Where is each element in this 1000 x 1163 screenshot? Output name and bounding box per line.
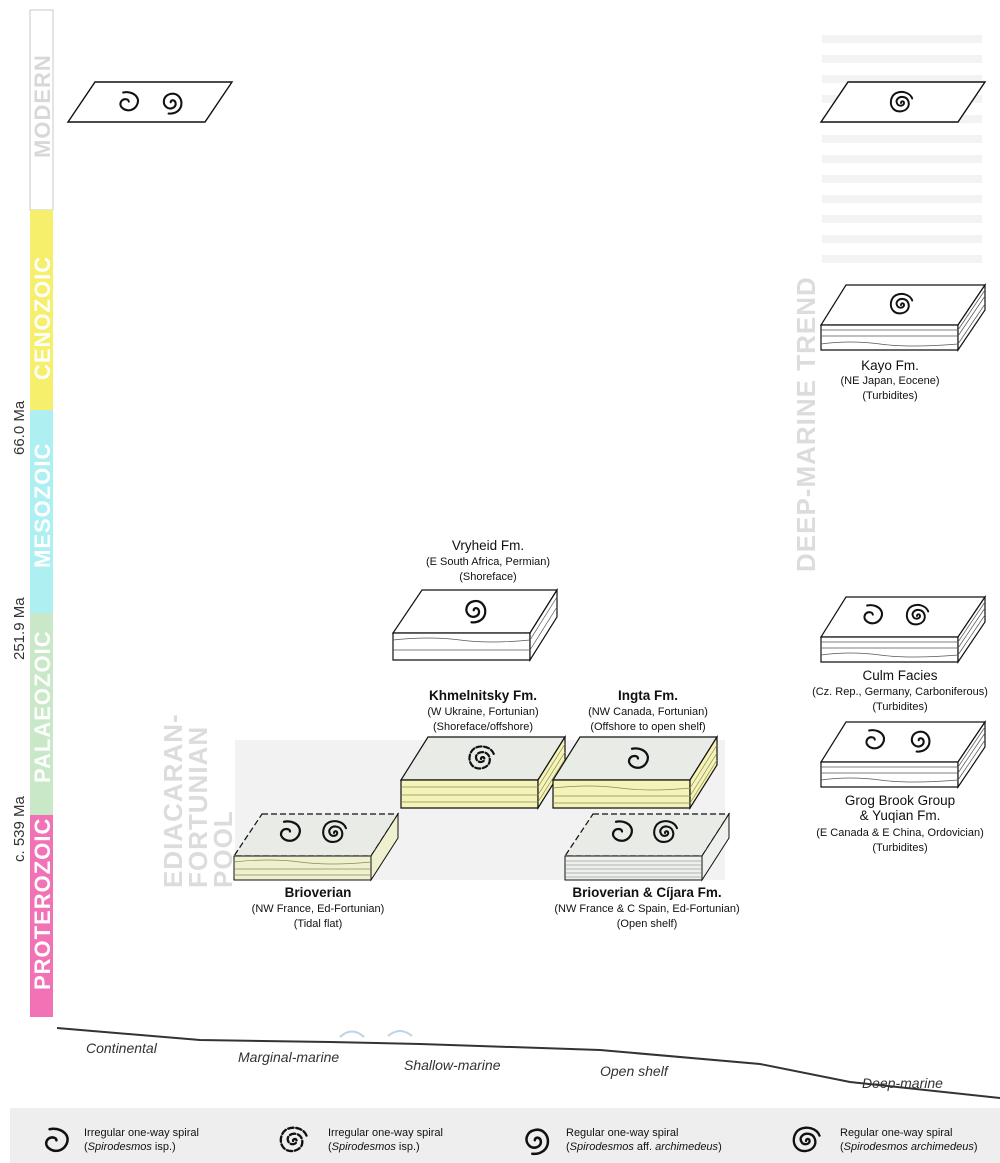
legend-3-line1: Regular one-way spiral [566, 1127, 679, 1139]
kayo-line1: (NE Japan, Eocene) [840, 375, 939, 387]
legend-1-suffix: isp.) [152, 1141, 176, 1153]
grog-name2: & Yuqian Fm. [860, 808, 941, 823]
legend-3-genus: Spirodesmos [570, 1141, 635, 1153]
era-cenozoic [30, 210, 53, 410]
culm-name: Culm Facies [862, 668, 937, 683]
era-proterozoic [30, 815, 53, 1017]
legend-4-genus: Spirodesmos archimedeus [844, 1141, 975, 1153]
era-palaeozoic [30, 613, 53, 815]
era-label-cenozoic: CENOZOIC [30, 256, 55, 380]
khmelnitsky-line1: (W Ukraine, Fortunian) [427, 706, 538, 718]
era-label-palaeozoic: PALAEOZOIC [30, 630, 55, 783]
ingta-line2: (Offshore to open shelf) [590, 721, 705, 733]
legend-3-species: archimedeus [655, 1141, 718, 1153]
age-66: 66.0 Ma [11, 400, 28, 455]
kayo-name: Kayo Fm. [861, 358, 919, 373]
legend-1-line2: (Spirodesmos isp.) [84, 1141, 176, 1153]
grog-line1: (E Canada & E China, Ordovician) [816, 827, 984, 839]
ediacaran-pool-label-3: POOL [208, 810, 238, 888]
grog-block [819, 720, 987, 789]
legend-4-suffix: ) [974, 1141, 978, 1153]
env-open-shelf: Open shelf [600, 1063, 670, 1079]
legend-3-close: ) [718, 1141, 722, 1153]
legend-item-4: Regular one-way spiral (Spirodesmos arch… [792, 1126, 978, 1153]
deep-marine-trend-label: DEEP-MARINE TREND [791, 276, 821, 572]
brioverian-block [232, 812, 400, 882]
culm-line1: (Cz. Rep., Germany, Carboniferous) [812, 686, 988, 698]
legend-1-line1: Irregular one-way spiral [84, 1127, 199, 1139]
ingta-line1: (NW Canada, Fortunian) [588, 706, 708, 718]
vryheid-block [391, 587, 559, 663]
legend-2-genus: Spirodesmos [332, 1141, 397, 1153]
brioverian-cijara-block [563, 812, 731, 882]
kayo-line2: (Turbidites) [862, 390, 917, 402]
env-marginal-marine: Marginal-marine [238, 1049, 339, 1065]
legend-2-suffix: isp.) [396, 1141, 420, 1153]
grog-name: Grog Brook Group [845, 793, 955, 808]
age-251: 251.9 Ma [11, 597, 28, 660]
era-label-mesozoic: MESOZOIC [30, 443, 55, 568]
legend-item-1: Irregular one-way spiral (Spirodesmos is… [44, 1127, 199, 1153]
brioverian-cijara-line1: (NW France & C Spain, Ed-Fortunian) [554, 903, 739, 915]
legend-4-line2: (Spirodesmos archimedeus) [840, 1141, 978, 1153]
culm-block [819, 595, 987, 664]
brioverian-line1: (NW France, Ed-Fortunian) [252, 903, 385, 915]
deep-marine-stripes [822, 35, 982, 263]
vryheid-line2: (Shoreface) [459, 571, 516, 583]
ingta-name: Ingta Fm. [618, 688, 678, 703]
vryheid-line1: (E South Africa, Permian) [426, 556, 550, 568]
legend-item-2: Irregular one-way spiral (Spirodesmos is… [279, 1126, 443, 1153]
khmelnitsky-name: Khmelnitsky Fm. [429, 688, 537, 703]
legend-4-line1: Regular one-way spiral [840, 1127, 953, 1139]
modern-deep-slab [819, 81, 987, 123]
legend-1-genus: Spirodesmos [88, 1141, 153, 1153]
legend-2-line1: Irregular one-way spiral [328, 1127, 443, 1139]
era-label-proterozoic: PROTEROZOIC [30, 818, 55, 990]
legend-3-line2: (Spirodesmos aff. archimedeus) [566, 1141, 722, 1153]
khmelnitsky-block [399, 734, 567, 811]
environment-profile [56, 1027, 1000, 1099]
era-mesozoic [30, 410, 53, 613]
ingta-block [551, 734, 719, 811]
env-shallow-marine: Shallow-marine [404, 1057, 501, 1073]
vryheid-name: Vryheid Fm. [452, 538, 524, 553]
brioverian-line2: (Tidal flat) [294, 918, 343, 930]
ediacaran-pool-label-2: FORTUNIAN [183, 726, 213, 888]
age-539: c. 539 Ma [11, 795, 28, 862]
legend: Irregular one-way spiral (Spirodesmos is… [10, 1108, 1000, 1163]
brioverian-cijara-name: Brioverian & Cíjara Fm. [572, 885, 721, 900]
geologic-time-column: MODERN CENOZOIC MESOZOIC PALAEOZOIC PROT… [11, 9, 55, 1017]
modern-marginal-slab [66, 81, 234, 123]
brioverian-name: Brioverian [285, 885, 352, 900]
legend-3-suffix: aff. [634, 1141, 655, 1153]
env-continental: Continental [86, 1040, 158, 1056]
brioverian-cijara-line2: (Open shelf) [617, 918, 678, 930]
era-label-modern: MODERN [30, 54, 55, 158]
grog-line2: (Turbidites) [872, 842, 927, 854]
legend-2-line2: (Spirodesmos isp.) [328, 1141, 420, 1153]
env-deep-marine: Deep-marine [862, 1075, 943, 1091]
ediacaran-pool-label-1: EDIACARAN- [158, 713, 188, 888]
culm-line2: (Turbidites) [872, 701, 927, 713]
kayo-block [819, 283, 987, 352]
khmelnitsky-line2: (Shoreface/offshore) [433, 721, 533, 733]
legend-item-3: Regular one-way spiral (Spirodesmos aff.… [525, 1127, 722, 1156]
